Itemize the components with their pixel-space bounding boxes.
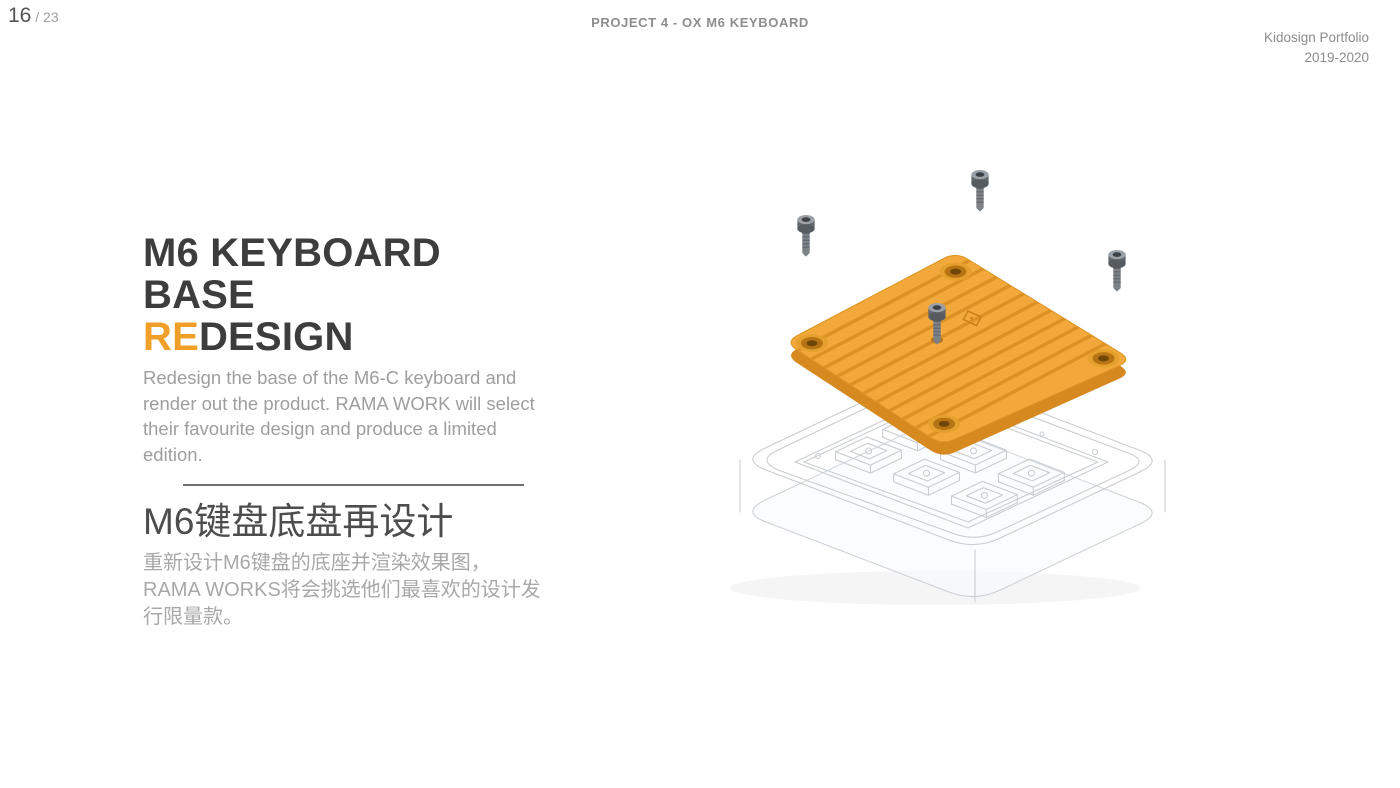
screw-right-icon [1107,249,1127,293]
body-english: Redesign the base of the M6-C keyboard a… [143,367,535,465]
title-chinese: M6键盘底盘再设计 [143,501,454,543]
portfolio-brand: Kidosign Portfolio 2019-2020 [1264,28,1369,67]
screw-left-icon [796,214,816,258]
page-total: / 23 [31,9,59,25]
plate-logo-badge [962,309,983,327]
title-line1: M6 KEYBOARD BASE [143,231,441,317]
render-svg [730,169,1166,605]
plate-screw-holes [796,262,1120,433]
orange-top-plate [790,254,1127,455]
project-title: PROJECT 4 - OX M6 KEYBOARD [591,15,809,30]
plate-top-face [790,254,1127,443]
page-number: 16 [8,4,32,27]
screw-top-icon [970,169,990,213]
title-english: M6 KEYBOARD BASE REDESIGN [143,232,563,358]
body-chinese: 重新设计M6键盘的底座并渲染效果图， RAMA WORKS将会挑选他们最喜欢的设… [143,552,541,629]
portfolio-name: Kidosign Portfolio [1263,30,1369,45]
page-counter: 16 / 23 [8,4,59,28]
title-accent-re: RE [143,315,199,359]
keyboard-exploded-render [700,140,1200,610]
title-rest: DESIGN [198,315,354,359]
portfolio-years: 2019-2020 [1304,49,1369,65]
text-block: M6 KEYBOARD BASE REDESIGN Redesign the b… [143,232,563,631]
ground-shadow [730,571,1140,605]
divider-line [182,484,524,487]
